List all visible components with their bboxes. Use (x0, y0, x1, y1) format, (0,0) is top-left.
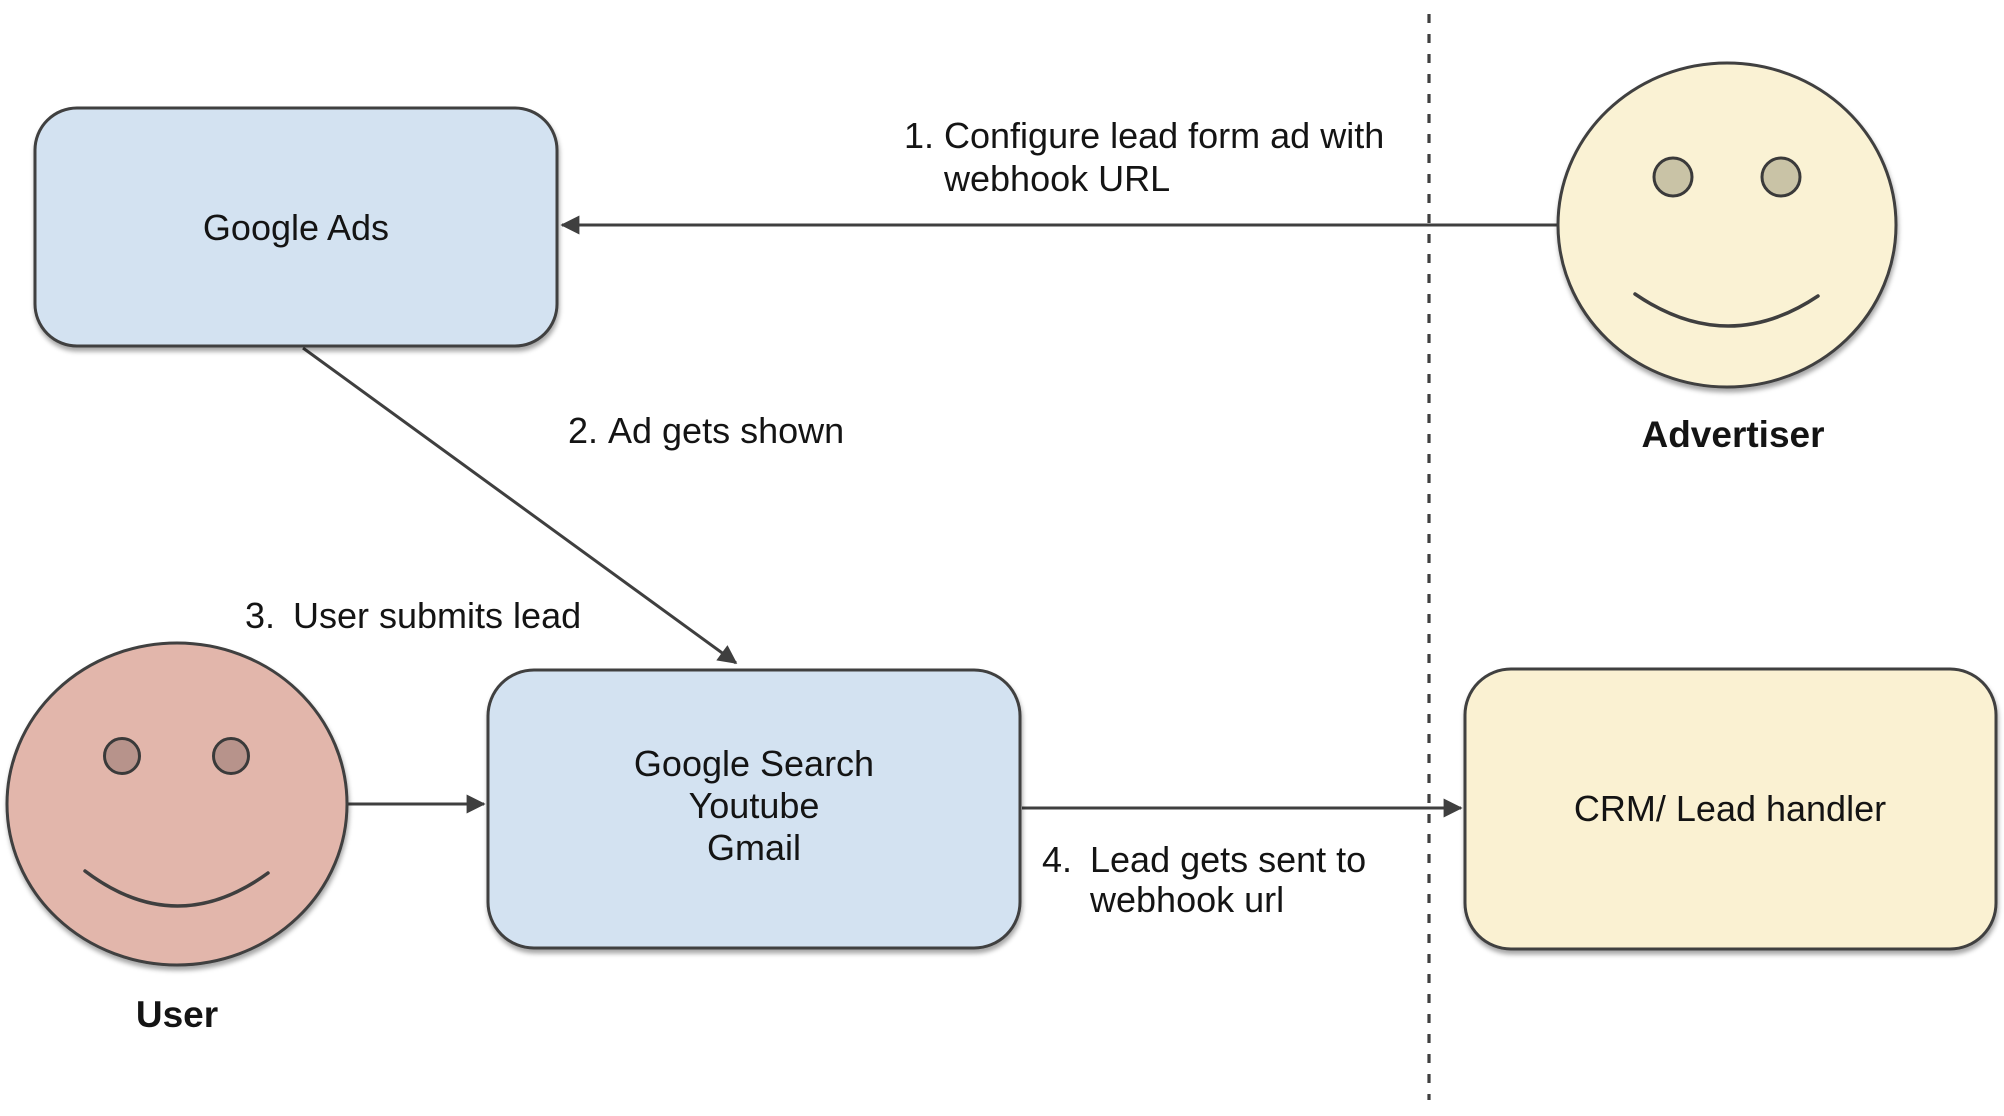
step1-text-line1: Configure lead form ad with (944, 115, 1384, 156)
step4-number: 4. (1042, 839, 1072, 880)
advertiser-face-icon (1556, 61, 1898, 389)
arrow-ad-gets-shown (302, 346, 738, 665)
advertiser-smile-icon (1633, 292, 1820, 328)
google-ads-label: Google Ads (203, 207, 389, 248)
advertiser-left-eye-icon (1652, 156, 1694, 198)
step1-label: 1. Configure lead form ad with webhook U… (904, 115, 1384, 199)
google-ads-box (33, 106, 559, 348)
step1-text-line2: webhook URL (943, 158, 1170, 199)
google-surfaces-label-line2: Youtube (689, 785, 820, 826)
google-ads-node: Google Ads (33, 106, 559, 348)
step2-number: 2. (568, 410, 598, 451)
step2-label: 2. Ad gets shown (568, 410, 844, 451)
crm-box (1463, 667, 1998, 951)
step2-text: Ad gets shown (608, 410, 844, 451)
step4-label: 4. Lead gets sent to webhook url (1042, 839, 1366, 920)
step4-text-line2: webhook url (1089, 879, 1284, 920)
step3-text: User submits lead (293, 595, 581, 636)
crm-node: CRM/ Lead handler (1463, 667, 1998, 951)
google-surfaces-node: Google Search Youtube Gmail (486, 668, 1022, 950)
google-surfaces-label-line3: Gmail (707, 827, 801, 868)
user-smile-icon (83, 869, 270, 908)
user-label: User (136, 994, 218, 1035)
step1-number: 1. (904, 115, 934, 156)
advertiser-actor: Advertiser (1556, 61, 1898, 455)
step3-label: 3. User submits lead (245, 595, 581, 636)
user-right-eye-icon (212, 737, 250, 775)
step4-text-line1: Lead gets sent to (1090, 839, 1366, 880)
google-surfaces-box (486, 668, 1022, 950)
user-face-icon (5, 641, 349, 967)
user-actor: User (5, 641, 349, 1035)
advertiser-label: Advertiser (1641, 414, 1824, 455)
step3-number: 3. (245, 595, 275, 636)
google-surfaces-label-line1: Google Search (634, 743, 874, 784)
crm-label: CRM/ Lead handler (1574, 788, 1886, 829)
advertiser-right-eye-icon (1760, 156, 1802, 198)
user-left-eye-icon (103, 737, 141, 775)
